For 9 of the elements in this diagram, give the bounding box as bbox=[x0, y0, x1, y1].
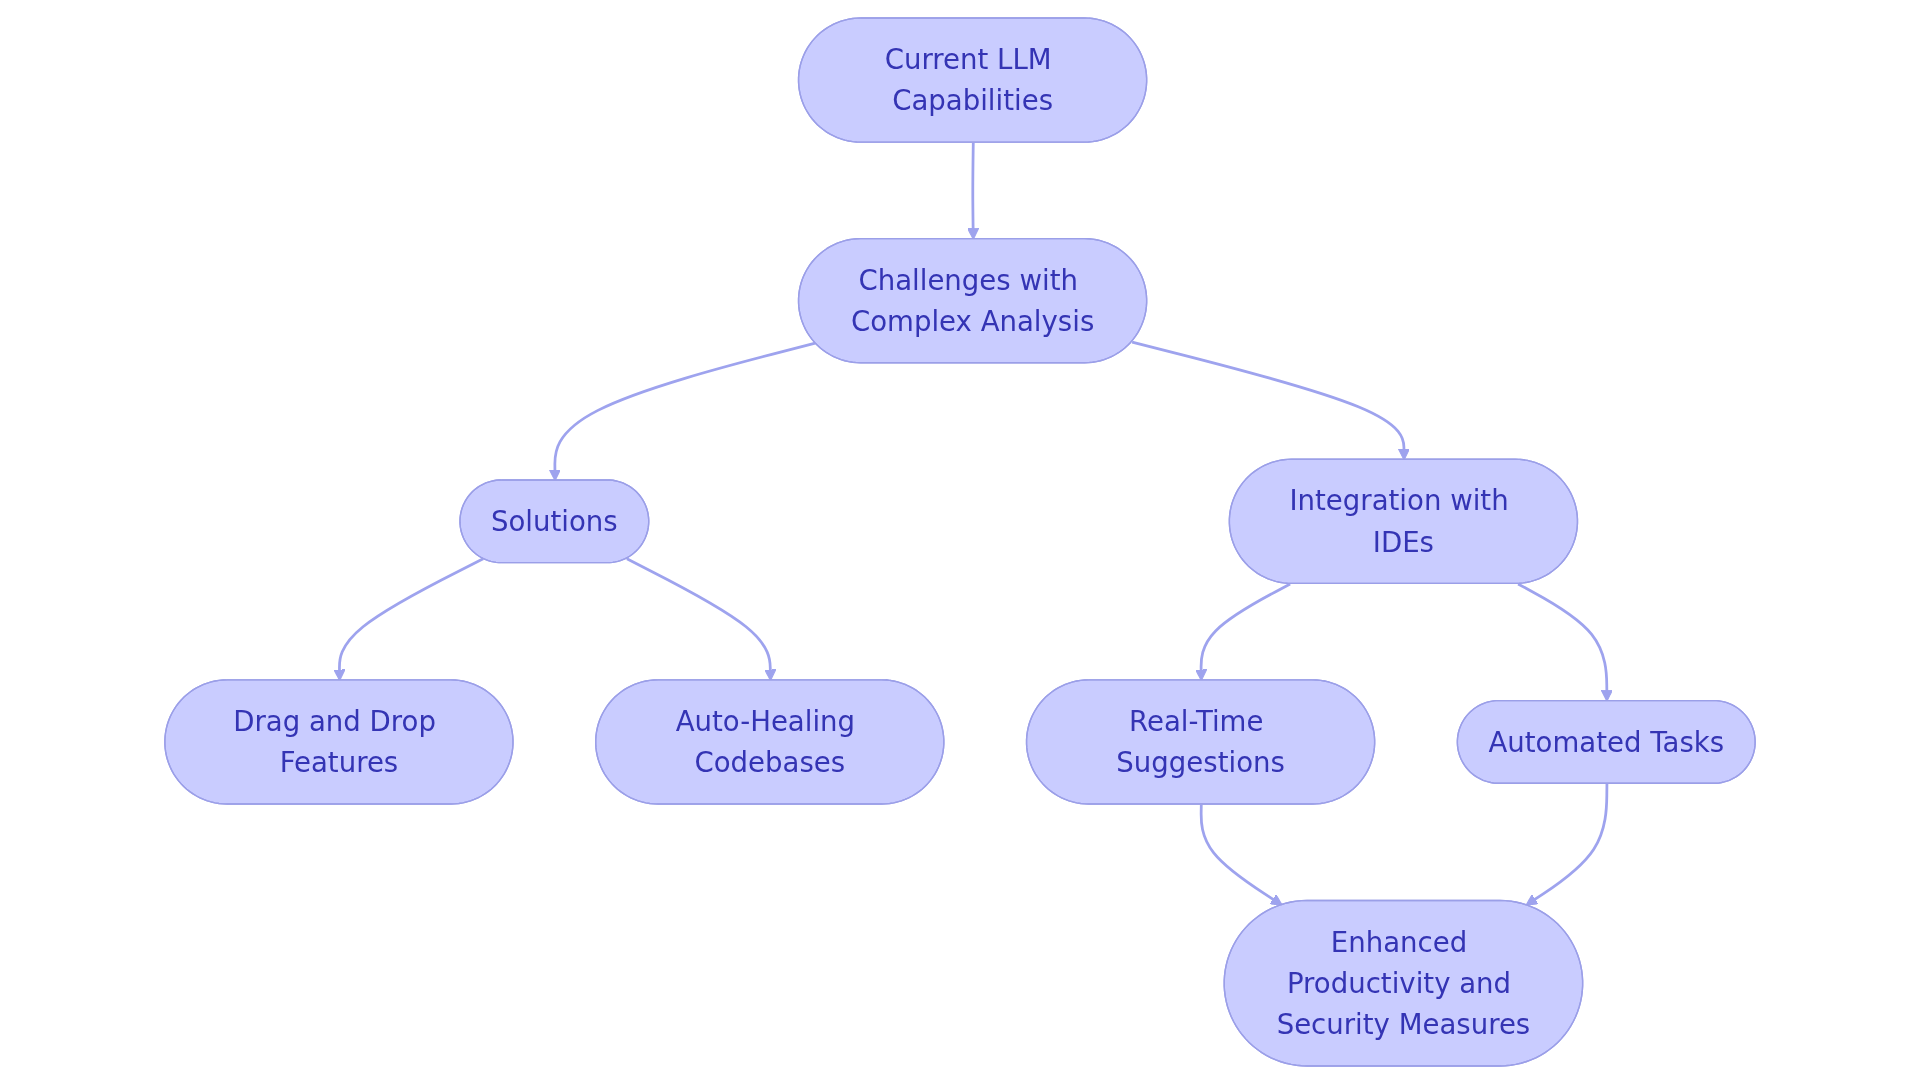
arrow bbox=[967, 142, 980, 240]
arrow bbox=[1525, 783, 1609, 906]
arrow bbox=[1517, 582, 1613, 702]
arrow bbox=[1195, 582, 1291, 681]
arrow bbox=[626, 557, 777, 681]
arrow bbox=[333, 557, 484, 681]
arrow bbox=[1131, 340, 1410, 460]
arrow bbox=[1199, 804, 1283, 906]
arrow bbox=[548, 341, 816, 481]
